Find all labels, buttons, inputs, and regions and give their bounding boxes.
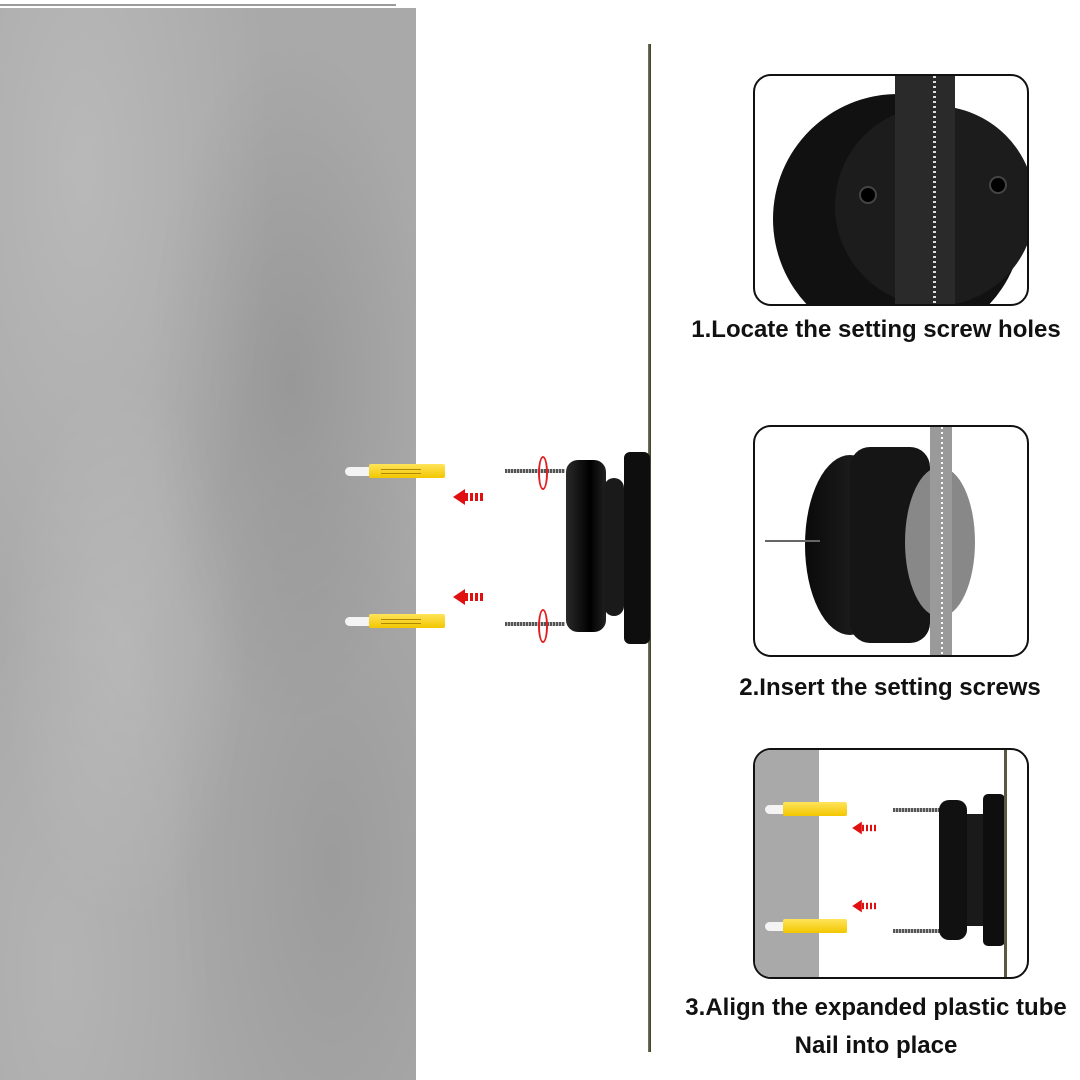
screw <box>893 929 941 933</box>
arrow-left-icon <box>852 899 878 913</box>
led-strip-dots <box>933 76 936 304</box>
concrete-wall <box>0 8 416 1080</box>
plastic-anchor <box>765 802 847 816</box>
plastic-anchor <box>765 919 847 933</box>
top-edge-line <box>0 4 396 6</box>
wall-section <box>755 750 819 977</box>
screw-hole-icon <box>989 176 1007 194</box>
step2-image-card <box>753 425 1029 657</box>
step1-caption: 1.Locate the setting screw holes <box>691 316 1061 343</box>
screw-hole-icon <box>859 186 877 204</box>
mount-back-plate <box>983 794 1005 946</box>
arrow-left-icon <box>453 489 485 505</box>
screw <box>893 808 941 812</box>
led-strip-dots <box>941 427 943 655</box>
plastic-anchor-top <box>345 464 445 478</box>
setting-screw <box>765 540 820 542</box>
mount-middle <box>604 478 624 616</box>
red-washer-icon <box>538 609 548 643</box>
mount-middle <box>967 814 983 926</box>
plastic-anchor-bottom <box>345 614 445 628</box>
step1-image-card <box>753 74 1029 306</box>
screw-bottom <box>505 622 565 626</box>
mount-front-ring <box>566 460 606 632</box>
step3-caption-line1: 3.Align the expanded plastic tube <box>685 994 1067 1021</box>
arrow-left-icon <box>453 589 485 605</box>
display-panel-edge <box>1004 750 1007 977</box>
step3-caption-line2: Nail into place <box>794 1032 958 1059</box>
led-strip <box>895 76 955 304</box>
step2-caption: 2.Insert the setting screws <box>739 674 1041 701</box>
red-washer-icon <box>538 456 548 490</box>
arrow-left-icon <box>852 821 878 835</box>
mount-front-ring <box>939 800 967 940</box>
mount-back-plate <box>624 452 650 644</box>
step3-image-card <box>753 748 1029 979</box>
screw-top <box>505 469 565 473</box>
